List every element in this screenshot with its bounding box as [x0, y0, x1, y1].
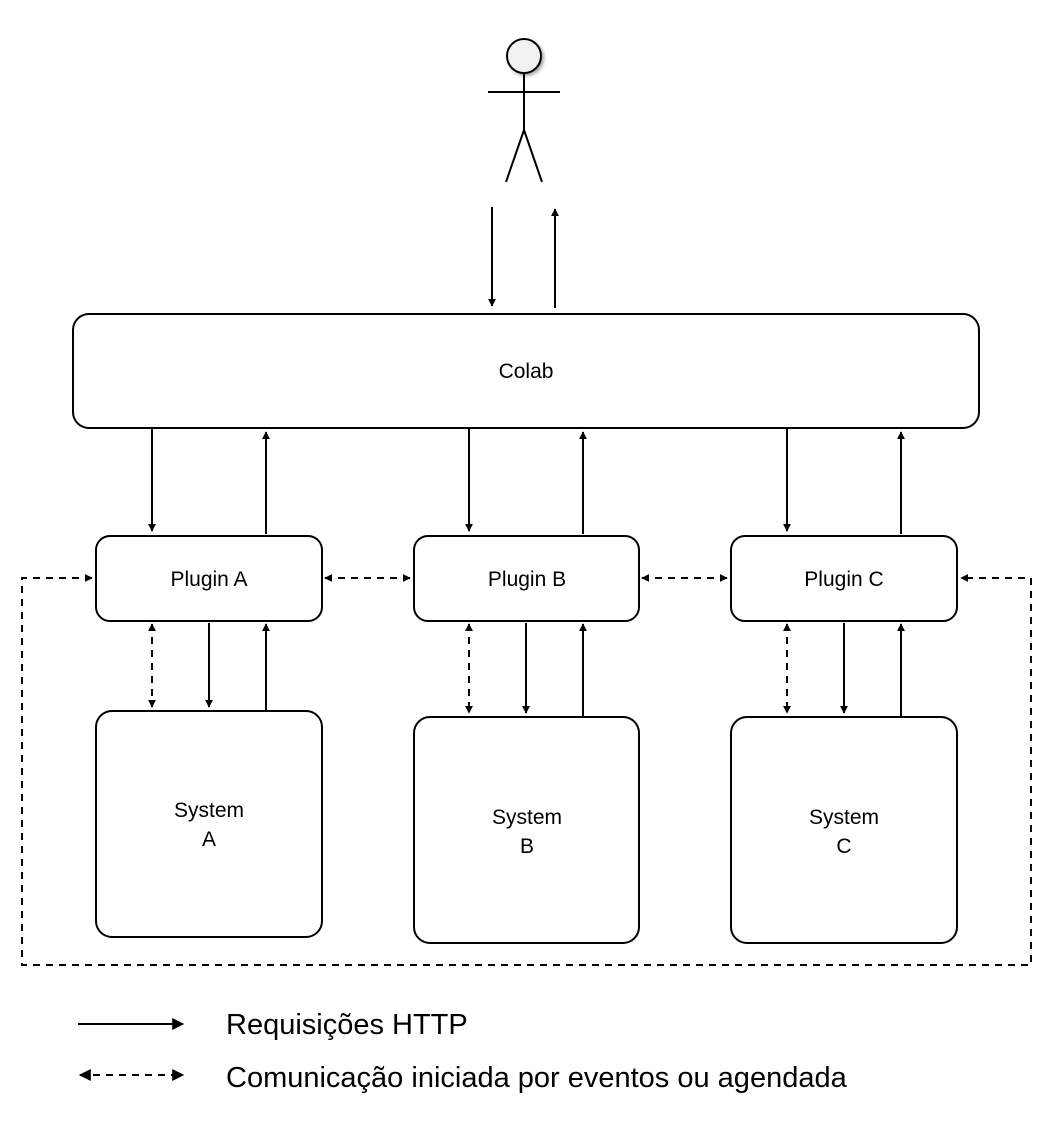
legend: Requisições HTTP Comunicação iniciada po… — [78, 1009, 848, 1094]
system-a-label-line2: A — [202, 828, 216, 851]
system-c-box: System C — [730, 716, 958, 944]
system-c-label-line2: C — [836, 835, 851, 858]
system-b-box: System B — [413, 716, 640, 944]
plugin-c-box: Plugin C — [730, 535, 958, 622]
system-a-box: System A — [95, 710, 323, 938]
plugin-b-label: Plugin B — [488, 568, 566, 591]
plugin-b-box: Plugin B — [413, 535, 640, 622]
system-b-label-line2: B — [520, 835, 534, 858]
legend-http-label: Requisições HTTP — [226, 1009, 468, 1041]
colab-plugin-arrows — [148, 429, 905, 534]
legend-event-label: Comunicação iniciada por eventos ou agen… — [226, 1062, 848, 1094]
colab-box: Colab — [72, 313, 980, 429]
system-a-label-line1: System — [174, 799, 244, 822]
plugin-a-box: Plugin A — [95, 535, 323, 622]
outer-dashed-loop — [21, 574, 1032, 966]
plugin-system-arrows — [148, 623, 905, 717]
system-b-label-line1: System — [492, 806, 562, 829]
plugin-a-label: Plugin A — [170, 568, 247, 591]
stick-figure-user-icon — [488, 38, 560, 183]
plugin-c-label: Plugin C — [804, 568, 883, 591]
system-c-label-line1: System — [809, 806, 879, 829]
actor-colab-arrows — [488, 207, 559, 308]
colab-label: Colab — [499, 360, 554, 383]
